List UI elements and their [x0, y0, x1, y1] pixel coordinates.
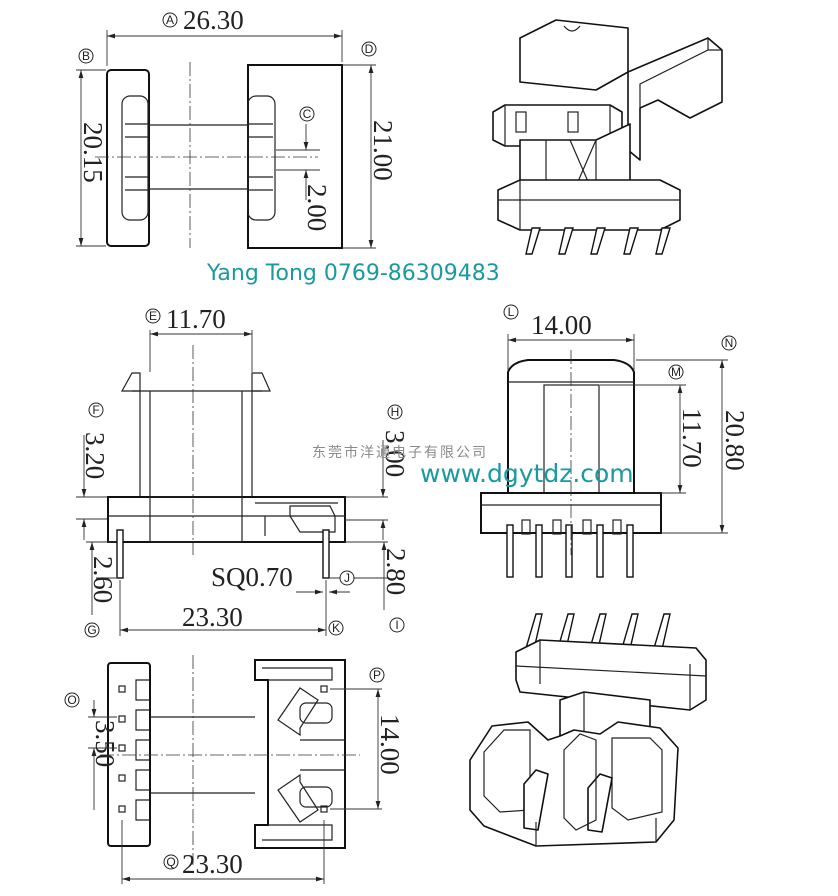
dim-m-text: 11.70 — [677, 408, 707, 468]
dim-q-text: 23.30 — [182, 849, 243, 879]
label-i: I — [389, 617, 405, 633]
label-c: C — [299, 106, 315, 122]
svg-text:K: K — [332, 621, 340, 635]
svg-text:C: C — [303, 107, 312, 121]
side-view: 11.70 3.20 2.60 3.00 2.80 SQ0.70 23.30 — [76, 304, 411, 636]
svg-text:A: A — [166, 13, 174, 27]
dim-p-text: 14.00 — [375, 714, 405, 775]
label-e: E — [145, 308, 161, 324]
dim-l-text: 14.00 — [531, 310, 592, 340]
brand-watermark: Yang Tong 0769-86309483 — [206, 261, 500, 286]
svg-text:G: G — [87, 623, 96, 637]
dim-n-text: 20.80 — [720, 410, 750, 471]
svg-text:P: P — [373, 668, 381, 682]
svg-text:D: D — [365, 42, 374, 56]
isometric-view-bottom — [469, 613, 707, 847]
dim-j-text: SQ0.70 — [211, 562, 293, 592]
isometric-view-top — [492, 19, 723, 255]
label-j: J — [339, 570, 355, 586]
svg-text:J: J — [344, 571, 350, 585]
dim-h-text: 3.00 — [380, 430, 410, 477]
svg-text:M: M — [671, 365, 681, 379]
top-view: 26.30 20.15 21.00 2.00 — [76, 5, 398, 249]
label-h: H — [387, 404, 403, 420]
dim-i-text: 2.80 — [381, 548, 411, 595]
dim-b-text: 20.15 — [78, 122, 108, 183]
dim-c-text: 2.00 — [302, 184, 332, 231]
dim-a-text: 26.30 — [183, 5, 244, 35]
label-a: A — [162, 12, 178, 28]
svg-text:F: F — [92, 403, 99, 417]
dim-o-text: 3.50 — [90, 720, 120, 767]
label-m: M — [668, 364, 684, 380]
dim-f-text: 3.20 — [80, 432, 110, 479]
bottom-view: 3.50 14.00 23.30 — [88, 655, 405, 884]
svg-text:N: N — [725, 336, 734, 350]
dim-e-text: 11.70 — [166, 304, 226, 334]
front-view: 14.00 11.70 20.80 — [480, 310, 750, 578]
dim-d-text: 21.00 — [368, 120, 398, 181]
company-watermark: 东莞市洋通电子有限公司 — [312, 444, 488, 461]
svg-text:Q: Q — [166, 855, 175, 869]
svg-text:B: B — [82, 49, 90, 63]
svg-text:O: O — [67, 693, 76, 707]
svg-text:E: E — [149, 309, 157, 323]
website-watermark: www.dgytdz.com — [420, 459, 634, 488]
label-b: B — [78, 48, 94, 64]
label-g: G — [84, 622, 100, 638]
label-l: L — [503, 304, 519, 320]
svg-text:H: H — [391, 405, 400, 419]
svg-text:I: I — [395, 618, 398, 632]
dim-g-text: 2.60 — [88, 556, 118, 603]
label-d: D — [361, 41, 377, 57]
svg-text:L: L — [508, 305, 515, 319]
label-k: K — [328, 620, 344, 636]
label-p: P — [369, 667, 385, 683]
label-q: Q — [163, 854, 179, 870]
label-o: O — [64, 692, 80, 708]
label-n: N — [721, 335, 737, 351]
dim-k-text: 23.30 — [182, 602, 243, 632]
label-f: F — [88, 402, 104, 418]
